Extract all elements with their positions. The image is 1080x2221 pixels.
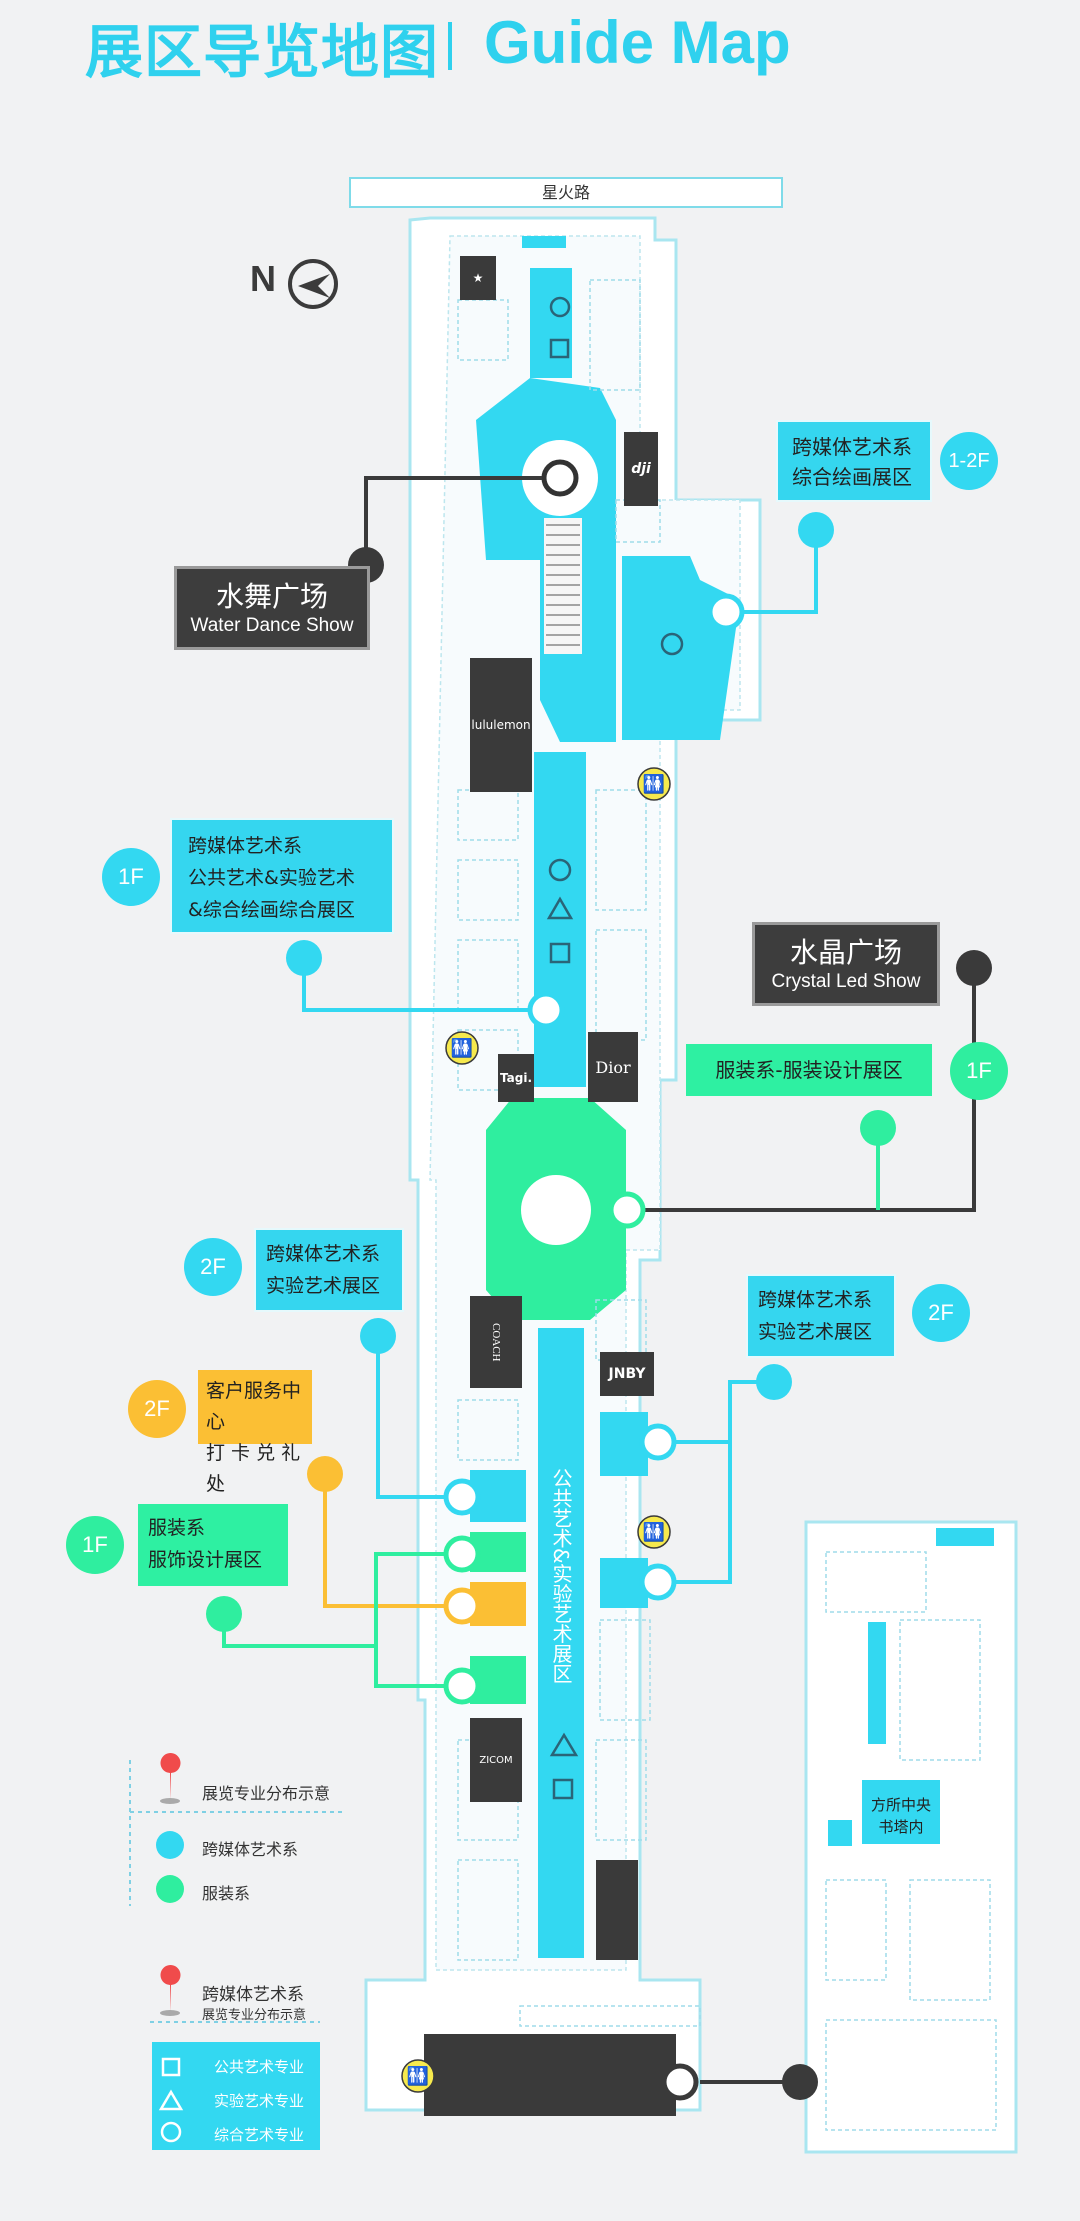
accessory-line1: 服装系 — [148, 1517, 206, 1539]
crystal-en: Crystal Led Show — [771, 971, 921, 992]
shop-tagi[interactable]: Tagi. — [498, 1054, 534, 1102]
cross-1f-line3: &综合绘画综合展区 — [188, 899, 355, 921]
floor-badge-accessory: 1F — [66, 1516, 124, 1574]
floor-badge-cross-1f: 1F — [102, 848, 160, 906]
cross-media-1f-label[interactable]: 跨媒体艺术系 公共艺术&实验艺术 &综合绘画综合展区 — [170, 818, 394, 934]
shop-lululemon[interactable]: lululemon — [470, 658, 532, 792]
legend-fashion: 服装系 — [202, 1884, 251, 1903]
cross-1f-line2: 公共艺术&实验艺术 — [188, 867, 355, 889]
painting-line1: 跨媒体艺术系 — [792, 435, 912, 459]
accessory-line2: 服饰设计展区 — [148, 1549, 263, 1571]
page-title: 展区导览地图 — [85, 18, 440, 86]
corridor-lower — [538, 1328, 584, 1958]
bookstore-line1: 方所中央 — [870, 1796, 931, 1814]
crystal-plaza-label[interactable]: 水晶广场 Crystal Led Show — [752, 922, 940, 1006]
accessory-design-label[interactable]: 服装系 服饰设计展区 — [138, 1504, 288, 1586]
experimental-left-label[interactable]: 跨媒体艺术系 实验艺术展区 — [254, 1228, 404, 1312]
water-dance-en: Water Dance Show — [190, 615, 354, 636]
restroom-icon — [401, 767, 671, 2093]
shop-zicom[interactable]: ZICOM — [470, 1718, 522, 1802]
legend-marker-title: 展览专业分布示意 — [202, 1784, 331, 1803]
painting-exhibit-label[interactable]: 跨媒体艺术系 综合绘画展区 — [776, 420, 932, 502]
corridor-upper — [534, 752, 586, 1087]
svg-text:🚻: 🚻 — [451, 1037, 473, 1059]
bottom-store — [424, 2034, 676, 2116]
compass-icon — [288, 259, 338, 309]
floor-badge-service: 2F — [128, 1380, 186, 1438]
legend-marker2-title: 跨媒体艺术系 — [202, 1985, 304, 2005]
starbucks-icon[interactable]: ★ — [460, 256, 496, 300]
water-dance-label[interactable]: 水舞广场 Water Dance Show — [174, 566, 370, 650]
floor-badge-painting: 1-2F — [940, 432, 998, 490]
water-dance-zh: 水舞广场 — [215, 580, 328, 613]
svg-text:🚻: 🚻 — [643, 1521, 665, 1543]
exp-left-line1: 跨媒体艺术系 — [266, 1243, 381, 1265]
exp-left-line2: 实验艺术展区 — [266, 1275, 381, 1297]
steps — [544, 518, 582, 654]
road-label: 星火路 — [349, 177, 783, 208]
crystal-zh: 水晶广场 — [789, 936, 902, 969]
legend-marker2-sub: 展览专业分布示意 — [202, 2008, 307, 2023]
shop-dark-right[interactable] — [596, 1860, 638, 1960]
service-line1: 客户服务中心 — [206, 1380, 302, 1433]
legend-cross-media: 跨媒体艺术系 — [202, 1840, 299, 1859]
legend-triangle: 实验艺术专业 — [214, 2092, 305, 2110]
shop-jnby[interactable]: JNBY — [600, 1352, 654, 1396]
exp-right-line1: 跨媒体艺术系 — [758, 1289, 873, 1311]
floor-badge-exp-right: 2F — [912, 1284, 970, 1342]
floor-badge-exp-left: 2F — [184, 1238, 242, 1296]
experimental-right-label[interactable]: 跨媒体艺术系 实验艺术展区 — [746, 1274, 896, 1358]
service-center-label[interactable]: 客户服务中心 打 卡 兑 礼 处 — [198, 1370, 312, 1495]
shop-coach[interactable]: COACH — [470, 1296, 522, 1388]
svg-text:🚻: 🚻 — [643, 773, 665, 795]
fashion-design-label[interactable]: 服装系-服装设计展区 — [686, 1044, 932, 1096]
painting-line2: 综合绘画展区 — [792, 465, 912, 489]
cross-1f-line1: 跨媒体艺术系 — [188, 835, 303, 857]
page-title-en: Guide Map — [484, 9, 791, 76]
svg-text:🚻: 🚻 — [407, 2065, 429, 2087]
shop-dior[interactable]: Dior — [588, 1032, 638, 1102]
bookstore-label[interactable]: 方所中央 书塔内 — [862, 1794, 940, 1844]
shop-dji[interactable]: dji — [624, 432, 658, 506]
title-divider — [448, 22, 452, 70]
north-label: N — [250, 258, 276, 299]
legend-circle: 综合艺术专业 — [214, 2126, 305, 2144]
bookstore-line2: 书塔内 — [878, 1818, 924, 1836]
exp-right-line2: 实验艺术展区 — [758, 1321, 873, 1343]
service-line2: 打 卡 兑 礼 处 — [206, 1442, 301, 1495]
corridor-label: 公共艺术&实验艺术展区 — [549, 1468, 573, 1684]
floor-badge-fashion: 1F — [950, 1042, 1008, 1100]
legend-square: 公共艺术专业 — [214, 2058, 305, 2076]
